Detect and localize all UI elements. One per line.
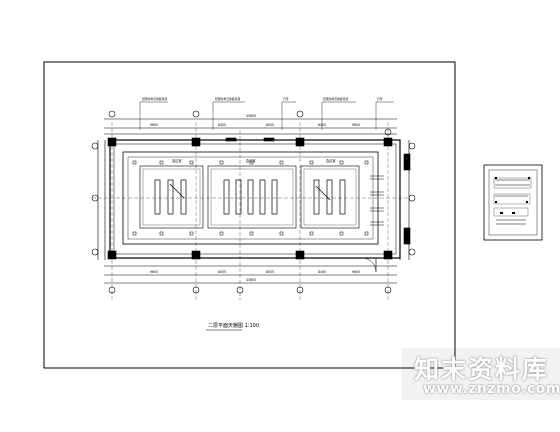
dim-label: 9600	[352, 123, 360, 127]
total-dim-label: 43800	[246, 278, 256, 282]
callout-label: 轻钢龙骨石膏板吊顶	[323, 97, 348, 101]
callout-label: 轻钢龙骨石膏板吊顶	[142, 97, 167, 101]
dim-label: 8000	[266, 123, 274, 127]
callout-label: 轻钢龙骨石膏板吊顶	[215, 97, 240, 101]
watermark-backdrop	[402, 348, 560, 400]
dim-label: 8400	[318, 123, 326, 127]
drawing-caption: 二层平面天棚图 1:100	[208, 322, 259, 329]
callout-label: 灯带	[283, 97, 289, 101]
room-label: 会议室	[172, 158, 182, 163]
dim-label: 8400	[218, 270, 226, 274]
room-label: 会议室	[246, 158, 256, 163]
watermark-logo-text: 知末资料库	[414, 355, 550, 384]
room-label: 会议室	[326, 158, 336, 163]
thumbnail-sheet	[483, 164, 543, 241]
dim-label: 9600	[352, 270, 360, 274]
watermark-url: www.znzmo.com	[423, 381, 560, 397]
sheet-border	[43, 61, 456, 369]
dim-label: 8400	[218, 123, 226, 127]
dim-label: 8000	[266, 270, 274, 274]
dimension-labels: 9600 8400 8000 8400 9600 43800 9600 8400…	[150, 114, 360, 282]
dim-label: 9600	[150, 123, 158, 127]
dim-label: 9600	[150, 270, 158, 274]
ceiling-plan	[91, 101, 416, 300]
callout-label: 灯带	[377, 97, 383, 101]
total-dim-label: 43800	[246, 114, 256, 118]
callout-labels: 轻钢龙骨石膏板吊顶 轻钢龙骨石膏板吊顶 灯带 轻钢龙骨石膏板吊顶 灯带	[142, 97, 383, 101]
dim-label: 8400	[318, 270, 326, 274]
